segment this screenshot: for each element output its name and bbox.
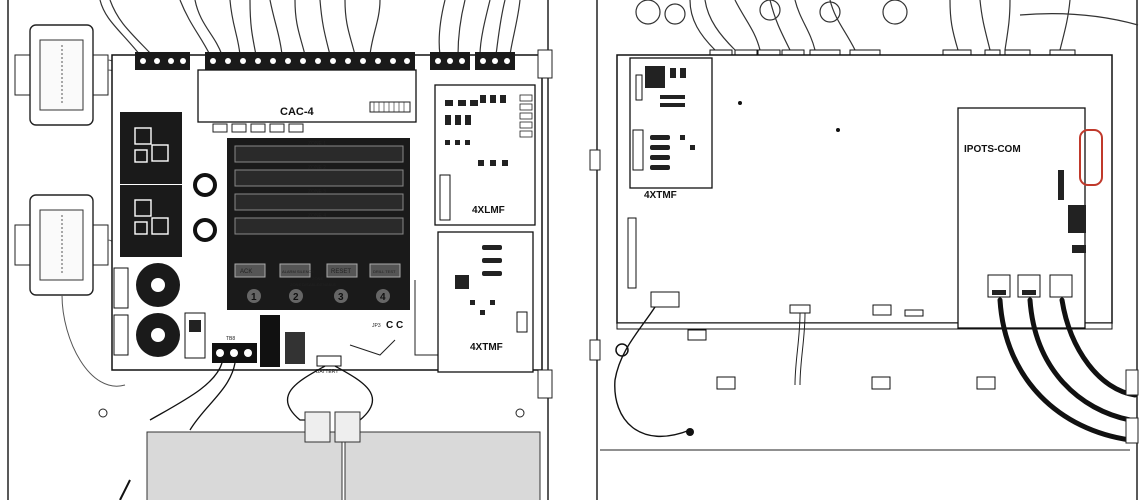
zone-row-1: ZONE 1 bbox=[308, 141, 326, 147]
zone-rows: ZONE 1 ZONE 2 ZONE 3 ZONE 4 bbox=[234, 141, 404, 235]
zone-number-2[interactable]: 2 bbox=[293, 292, 299, 303]
ipots-com-label: IPOTS-COM bbox=[964, 144, 1021, 155]
zone-number-4[interactable]: 4 bbox=[380, 292, 386, 303]
transformer-top bbox=[14, 24, 109, 126]
zone-row-4: ZONE 4 bbox=[308, 213, 326, 219]
radial-heatsink-2 bbox=[136, 313, 180, 357]
heatsink-top bbox=[120, 112, 182, 184]
batteries bbox=[146, 411, 541, 500]
zone-disable-heading: ZONE DISABLE/ENABLE bbox=[290, 282, 336, 287]
4xtmf-left-label: 4XTMF bbox=[470, 342, 503, 353]
battery-connector: BATTERY bbox=[286, 355, 374, 421]
reset-button[interactable] bbox=[326, 263, 358, 278]
drill-test-label: DRILL TEST bbox=[373, 269, 396, 274]
ipots-com-module: IPOTS-COM bbox=[957, 107, 1103, 329]
ack-button[interactable] bbox=[234, 263, 266, 278]
alarm-silence-button[interactable] bbox=[279, 263, 311, 278]
zone-number-1[interactable]: 1 bbox=[251, 292, 257, 303]
4xlmf-module: 4XLMF bbox=[434, 84, 536, 226]
4xtmf-right-label: 4XTMF bbox=[644, 190, 677, 201]
jp3-label: JP3 bbox=[372, 323, 381, 329]
alarm-silence-label: ALARM SILENCE bbox=[282, 269, 314, 274]
drill-test-button[interactable] bbox=[369, 263, 401, 278]
tb8-terminal: TB8 bbox=[212, 336, 257, 363]
zone-number-3[interactable]: 3 bbox=[338, 292, 344, 303]
reset-label: RESET bbox=[331, 269, 351, 275]
zone-number-buttons: 1 2 3 4 bbox=[247, 289, 390, 303]
zone-row-2: ZONE 2 bbox=[308, 165, 326, 171]
heatsink-bottom bbox=[120, 185, 182, 257]
zone-heading: ZONE bbox=[312, 276, 323, 281]
4xlmf-label: 4XLMF bbox=[472, 205, 505, 216]
ack-label: ACK bbox=[240, 269, 252, 275]
4xtmf-module-right: 4XTMF bbox=[629, 57, 713, 201]
battery-label: BATTERY bbox=[316, 369, 339, 375]
radial-heatsink-1 bbox=[136, 263, 180, 307]
svg-text:C C: C C bbox=[386, 320, 403, 331]
zone-row-3: ZONE 3 bbox=[308, 189, 326, 195]
cac4-daughter-board bbox=[197, 69, 417, 123]
top-terminals bbox=[135, 52, 515, 70]
4xtmf-module-left: 4XTMF bbox=[437, 231, 534, 373]
board-label: CAC-4 bbox=[280, 106, 314, 118]
transformer-bottom bbox=[14, 194, 109, 296]
zone-buttons: ACK ALARM SILENCE RESET DRILL TEST bbox=[234, 263, 401, 278]
left-cabinet bbox=[7, 0, 549, 500]
tb8-label: TB8 bbox=[226, 336, 235, 342]
